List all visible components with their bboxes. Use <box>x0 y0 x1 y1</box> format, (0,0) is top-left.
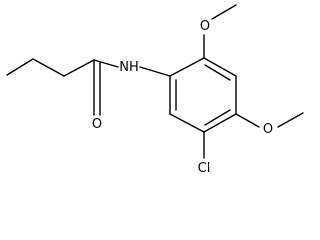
bond-c3-c4 <box>63 59 95 77</box>
bond-ring-4-inner <box>204 109 231 126</box>
bond-c-n <box>93 59 119 68</box>
bond-o-ch3-top <box>211 4 237 20</box>
atom-o-carbonyl: O <box>92 117 102 132</box>
atom-cl: Cl <box>198 161 211 176</box>
bond-n-ring <box>139 66 171 77</box>
bond-ring-4 <box>203 113 237 133</box>
bond-ring-2-inner <box>204 64 231 81</box>
bond-lines <box>6 4 304 159</box>
bond-ring-2 <box>203 57 237 77</box>
bond-c1-c2 <box>6 58 34 76</box>
atom-o-methoxy-top: O <box>200 19 210 34</box>
bond-ring-5 <box>169 113 205 133</box>
atom-nh: NH <box>119 60 139 75</box>
bond-ring-1 <box>169 57 205 77</box>
bond-o-ch3-right <box>277 112 304 128</box>
molecule-structure: NH O O O Cl <box>6 4 304 176</box>
atom-o-methoxy-right: O <box>263 122 273 137</box>
bond-c2-c3 <box>32 58 65 77</box>
atom-labels: NH O O O Cl <box>92 19 273 176</box>
bond-ring-o-right <box>235 113 260 128</box>
